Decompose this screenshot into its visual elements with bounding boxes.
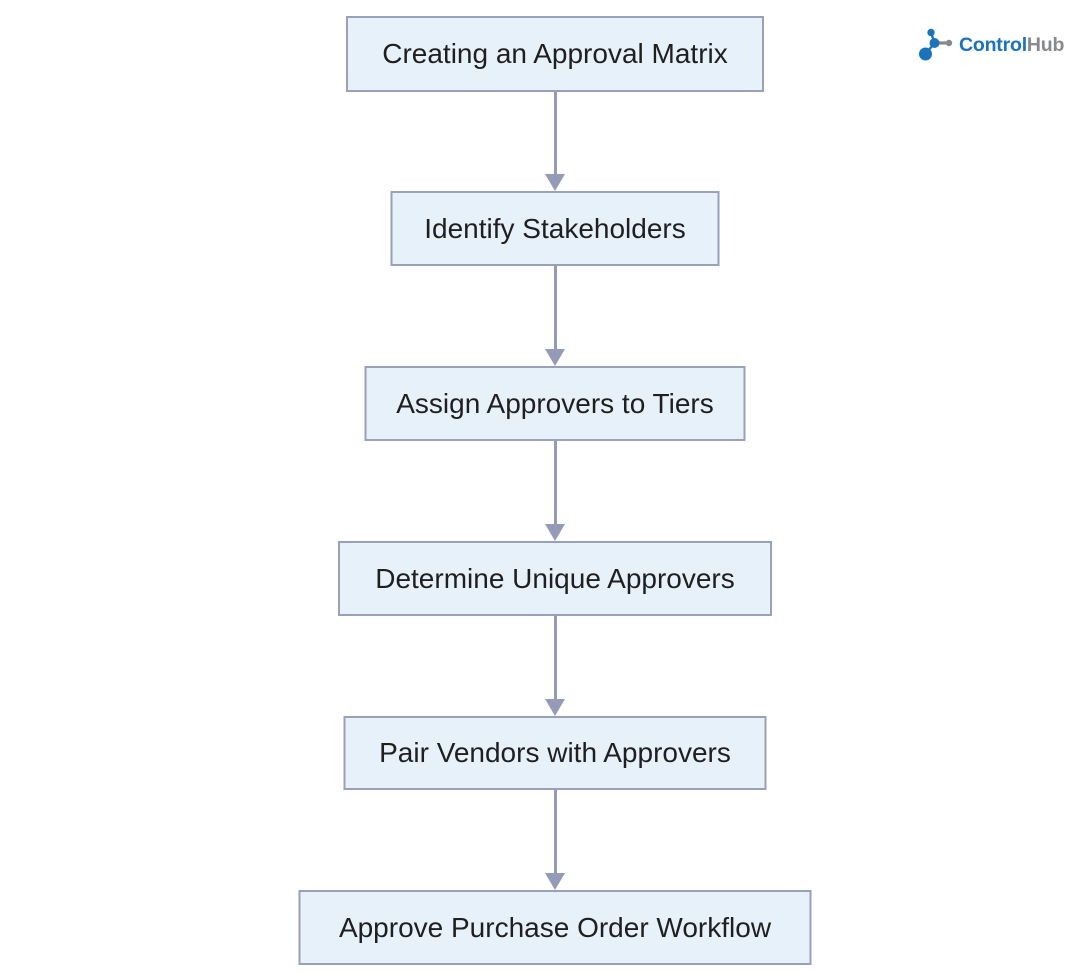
hub-network-icon bbox=[919, 28, 953, 61]
flow-node-pair-vendors-with-approvers: Pair Vendors with Approvers bbox=[343, 716, 767, 790]
arrow-head-icon bbox=[545, 174, 565, 191]
flow-node-label: Creating an Approval Matrix bbox=[382, 38, 728, 70]
arrow-shaft bbox=[553, 616, 557, 700]
arrow-head-icon bbox=[545, 349, 565, 366]
flow-node-creating-approval-matrix: Creating an Approval Matrix bbox=[346, 16, 764, 92]
arrow-head-icon bbox=[545, 873, 565, 890]
flow-node-determine-unique-approvers: Determine Unique Approvers bbox=[338, 541, 772, 616]
flow-node-label: Pair Vendors with Approvers bbox=[379, 737, 731, 769]
controlhub-logo: ControlHub bbox=[916, 26, 1064, 64]
flow-node-label: Assign Approvers to Tiers bbox=[396, 387, 714, 419]
flow-node-label: Determine Unique Approvers bbox=[375, 562, 735, 594]
brand-name-primary: Control bbox=[959, 33, 1027, 56]
brand-name-secondary: Hub bbox=[1026, 33, 1065, 56]
arrow-shaft bbox=[553, 266, 557, 350]
arrow-shaft bbox=[553, 790, 557, 874]
arrow-shaft bbox=[553, 92, 557, 175]
flow-node-assign-approvers-to-tiers: Assign Approvers to Tiers bbox=[364, 366, 746, 441]
arrow-head-icon bbox=[545, 699, 565, 716]
flow-node-label: Approve Purchase Order Workflow bbox=[338, 911, 772, 943]
arrow-shaft bbox=[553, 441, 557, 525]
flow-node-label: Identify Stakeholders bbox=[424, 212, 686, 244]
arrow-head-icon bbox=[545, 524, 565, 541]
brand-wordmark: ControlHub bbox=[959, 34, 1064, 57]
flow-node-identify-stakeholders: Identify Stakeholders bbox=[390, 191, 720, 266]
flow-node-approve-purchase-order-workflow: Approve Purchase Order Workflow bbox=[298, 890, 812, 965]
